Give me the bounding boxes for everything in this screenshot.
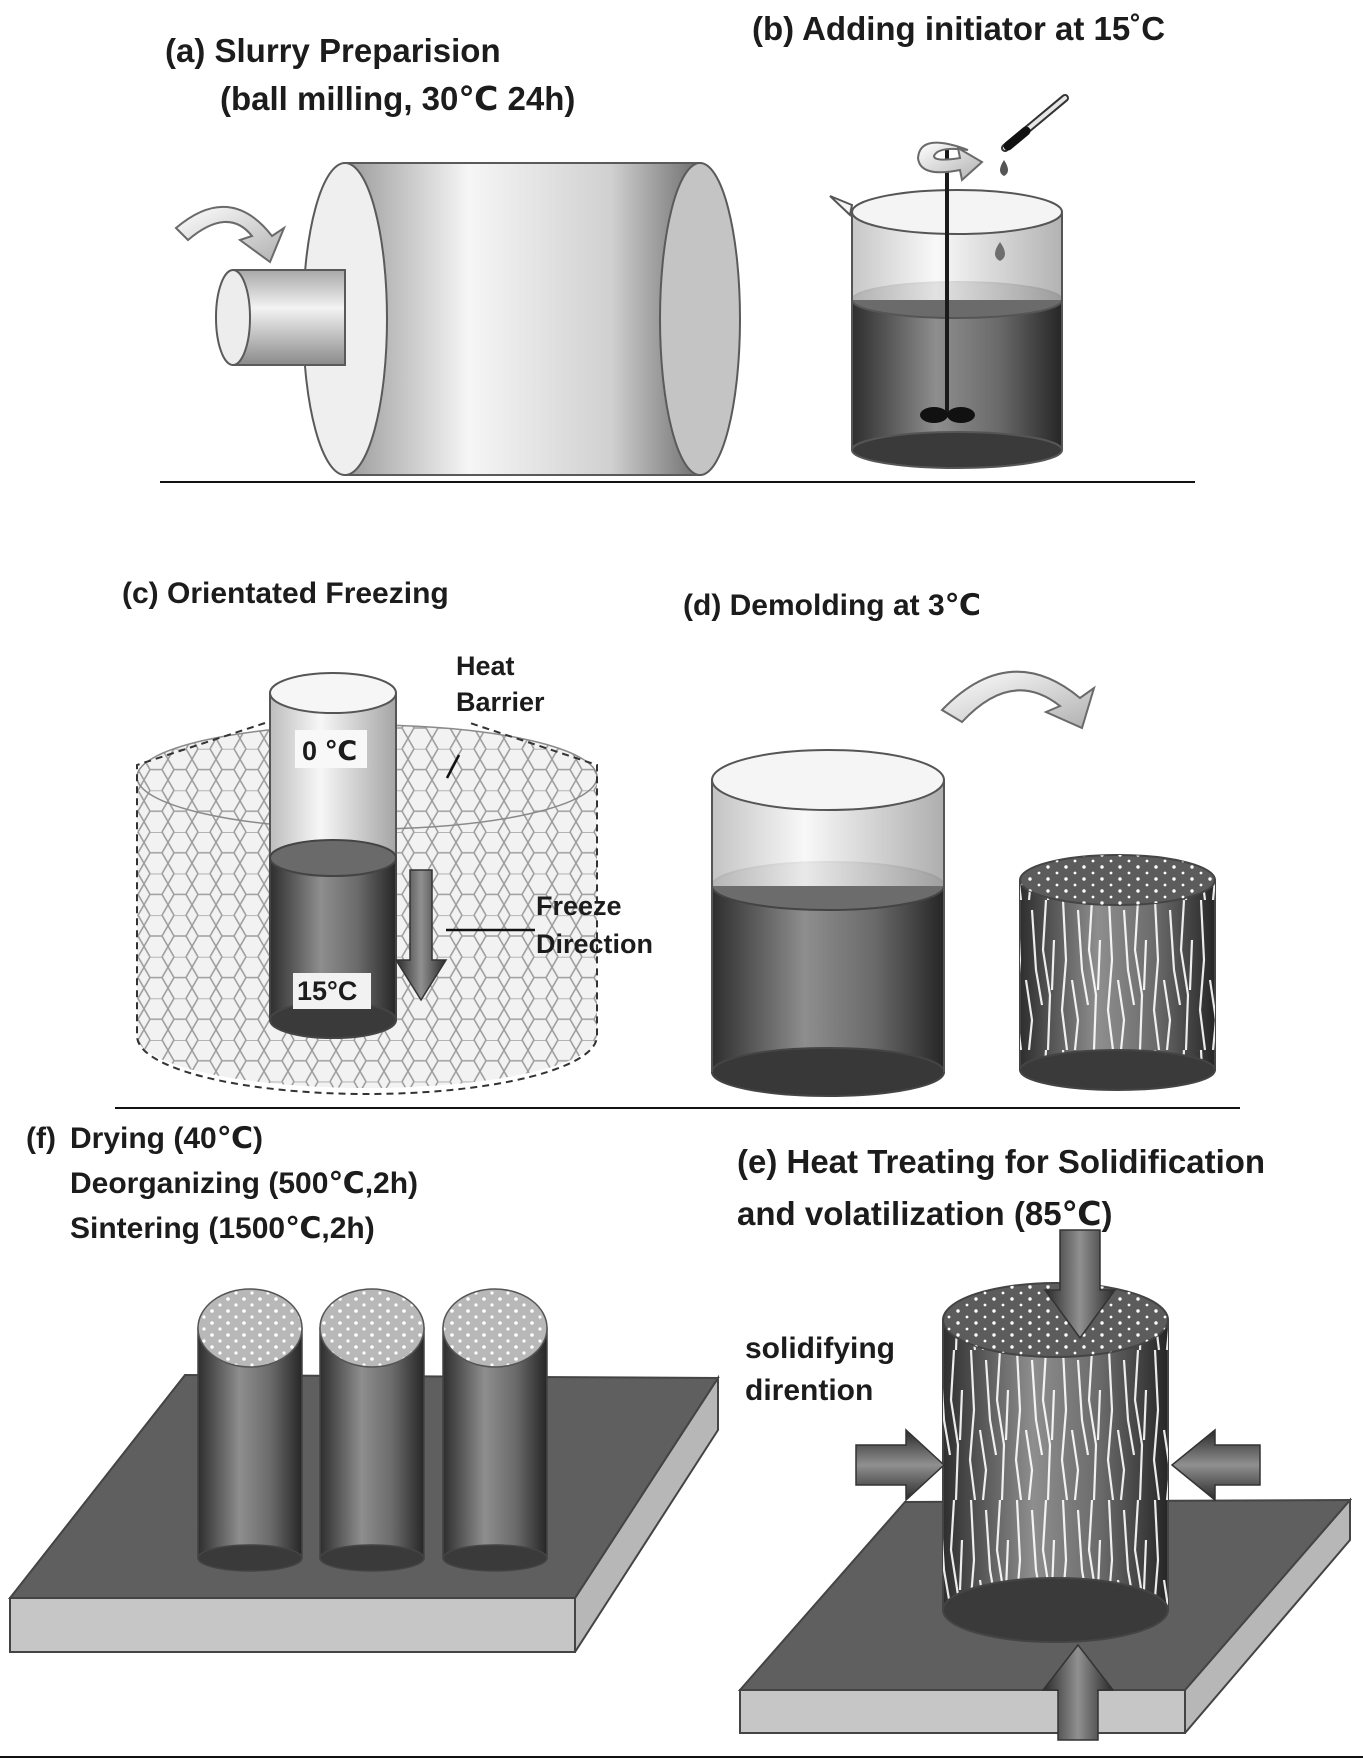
beaker [829, 94, 1069, 469]
panel-f-line-2: Deorganizing (500℃,2h) [70, 1167, 418, 1200]
top-temp-label: 0 ℃ [302, 736, 357, 766]
beaker-rim [851, 189, 1063, 235]
solidifying-label-1: solidifying [745, 1332, 895, 1365]
ball-mill [174, 162, 741, 476]
heat-barrier-label-2: Barrier [456, 687, 545, 717]
panel-b-title: (b) Adding initiator at 15˚C [752, 10, 1165, 47]
panel-a: (a) Slurry Preparision (ball milling, 30… [160, 32, 1195, 483]
barrier-outline [136, 722, 598, 1095]
panel-f-label: (f) [26, 1122, 56, 1155]
panel-f-line-3: Sintering (1500℃,2h) [70, 1212, 375, 1245]
green-body [1019, 854, 1216, 1091]
panel-e: (e) Heat Treating for Solidification and… [737, 1143, 1353, 1741]
drop-1 [1000, 160, 1008, 176]
bottom-temp-label: 15°C [297, 976, 357, 1006]
freeze-direction-arrow-icon [394, 869, 448, 1002]
panel-b: (b) Adding initiator at 15˚C [752, 10, 1165, 469]
panel-e-line-1: (e) Heat Treating for Solidification [737, 1143, 1265, 1180]
solidifying-label-2: dirention [745, 1374, 873, 1407]
right-arrow-icon [1170, 1428, 1261, 1502]
freezing-apparatus: 0 ℃ 15°C [136, 672, 598, 1095]
mill-drum-body [344, 162, 701, 476]
green-body-top [1020, 855, 1215, 905]
demold-arrow-icon [940, 670, 1096, 730]
drop-2 [995, 242, 1005, 261]
panel-c: (c) Orientated Freezing 0 ℃ 15°C [115, 577, 1240, 1109]
dropper-icon [1001, 94, 1069, 152]
sintered-rod-1 [197, 1288, 303, 1572]
panel-f: (f) Drying (40℃) Deorganizing (500℃,2h) … [7, 1122, 720, 1653]
beaker-spout [829, 195, 854, 217]
panel-a-subtitle: (ball milling, 30℃ 24h) [220, 80, 575, 117]
solidifying-body [942, 1282, 1169, 1643]
sintered-rod-2 [319, 1288, 425, 1572]
panel-d: (d) Demolding at 3℃ [683, 589, 1216, 1097]
heat-barrier-leader [445, 754, 461, 779]
freeze-label-2: Direction [536, 929, 653, 959]
stir-arrow-icon [916, 141, 984, 182]
panel-d-title: (d) Demolding at 3℃ [683, 589, 981, 622]
stirrer-blade [920, 407, 948, 423]
rotation-arrow-icon [174, 206, 287, 264]
green-body-pores [1020, 880, 1215, 1070]
mill-drum-back [659, 162, 741, 476]
plate-front [9, 1597, 576, 1653]
sintered-rod-3 [442, 1288, 548, 1572]
panel-a-title: (a) Slurry Preparision [165, 32, 501, 69]
mold-slurry [711, 885, 945, 1073]
mill-shaft [232, 269, 346, 366]
panel-c-title: (c) Orientated Freezing [122, 577, 449, 610]
panel-f-line-1: Drying (40℃) [70, 1122, 263, 1155]
left-arrow-icon [855, 1428, 946, 1502]
upper-cylinder [269, 692, 397, 859]
panel-e-line-2: and volatilization (85℃) [737, 1195, 1113, 1232]
top-arrow-icon [1043, 1229, 1117, 1340]
bottom-arrow-icon [1041, 1643, 1115, 1741]
heat-barrier-label-1: Heat [456, 651, 515, 681]
mold-container [711, 749, 945, 1097]
mill-shaft-end [215, 269, 251, 366]
freeze-label-1: Freeze [536, 891, 622, 921]
beaker-slurry [852, 300, 1062, 450]
